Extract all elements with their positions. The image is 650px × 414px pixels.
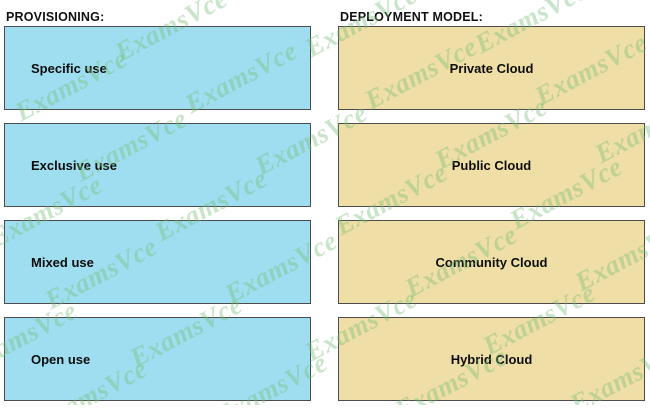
provisioning-option-3-label: Mixed use	[31, 254, 94, 270]
provisioning-option-3[interactable]: Mixed use	[4, 220, 311, 304]
provisioning-option-4[interactable]: Open use	[4, 317, 311, 401]
provisioning-option-4-label: Open use	[31, 351, 91, 367]
deployment-option-1[interactable]: Private Cloud	[338, 26, 645, 110]
deployment-model-heading: DEPLOYMENT MODEL:	[340, 10, 483, 24]
deployment-option-4[interactable]: Hybrid Cloud	[338, 317, 645, 401]
provisioning-option-1[interactable]: Specific use	[4, 26, 311, 110]
provisioning-heading: PROVISIONING:	[6, 10, 105, 24]
provisioning-column: PROVISIONING: Specific use Exclusive use…	[4, 0, 311, 414]
deployment-option-2-label: Public Cloud	[451, 157, 532, 173]
deployment-option-4-label: Hybrid Cloud	[450, 351, 533, 367]
provisioning-option-1-label: Specific use	[31, 60, 107, 76]
deployment-model-column: DEPLOYMENT MODEL: Private Cloud Public C…	[338, 0, 645, 414]
deployment-option-3[interactable]: Community Cloud	[338, 220, 645, 304]
diagram-canvas: PROVISIONING: Specific use Exclusive use…	[0, 0, 650, 405]
deployment-option-2[interactable]: Public Cloud	[338, 123, 645, 207]
deployment-option-3-label: Community Cloud	[435, 254, 548, 270]
provisioning-option-2[interactable]: Exclusive use	[4, 123, 311, 207]
deployment-option-1-label: Private Cloud	[449, 60, 534, 76]
provisioning-option-2-label: Exclusive use	[31, 157, 117, 173]
